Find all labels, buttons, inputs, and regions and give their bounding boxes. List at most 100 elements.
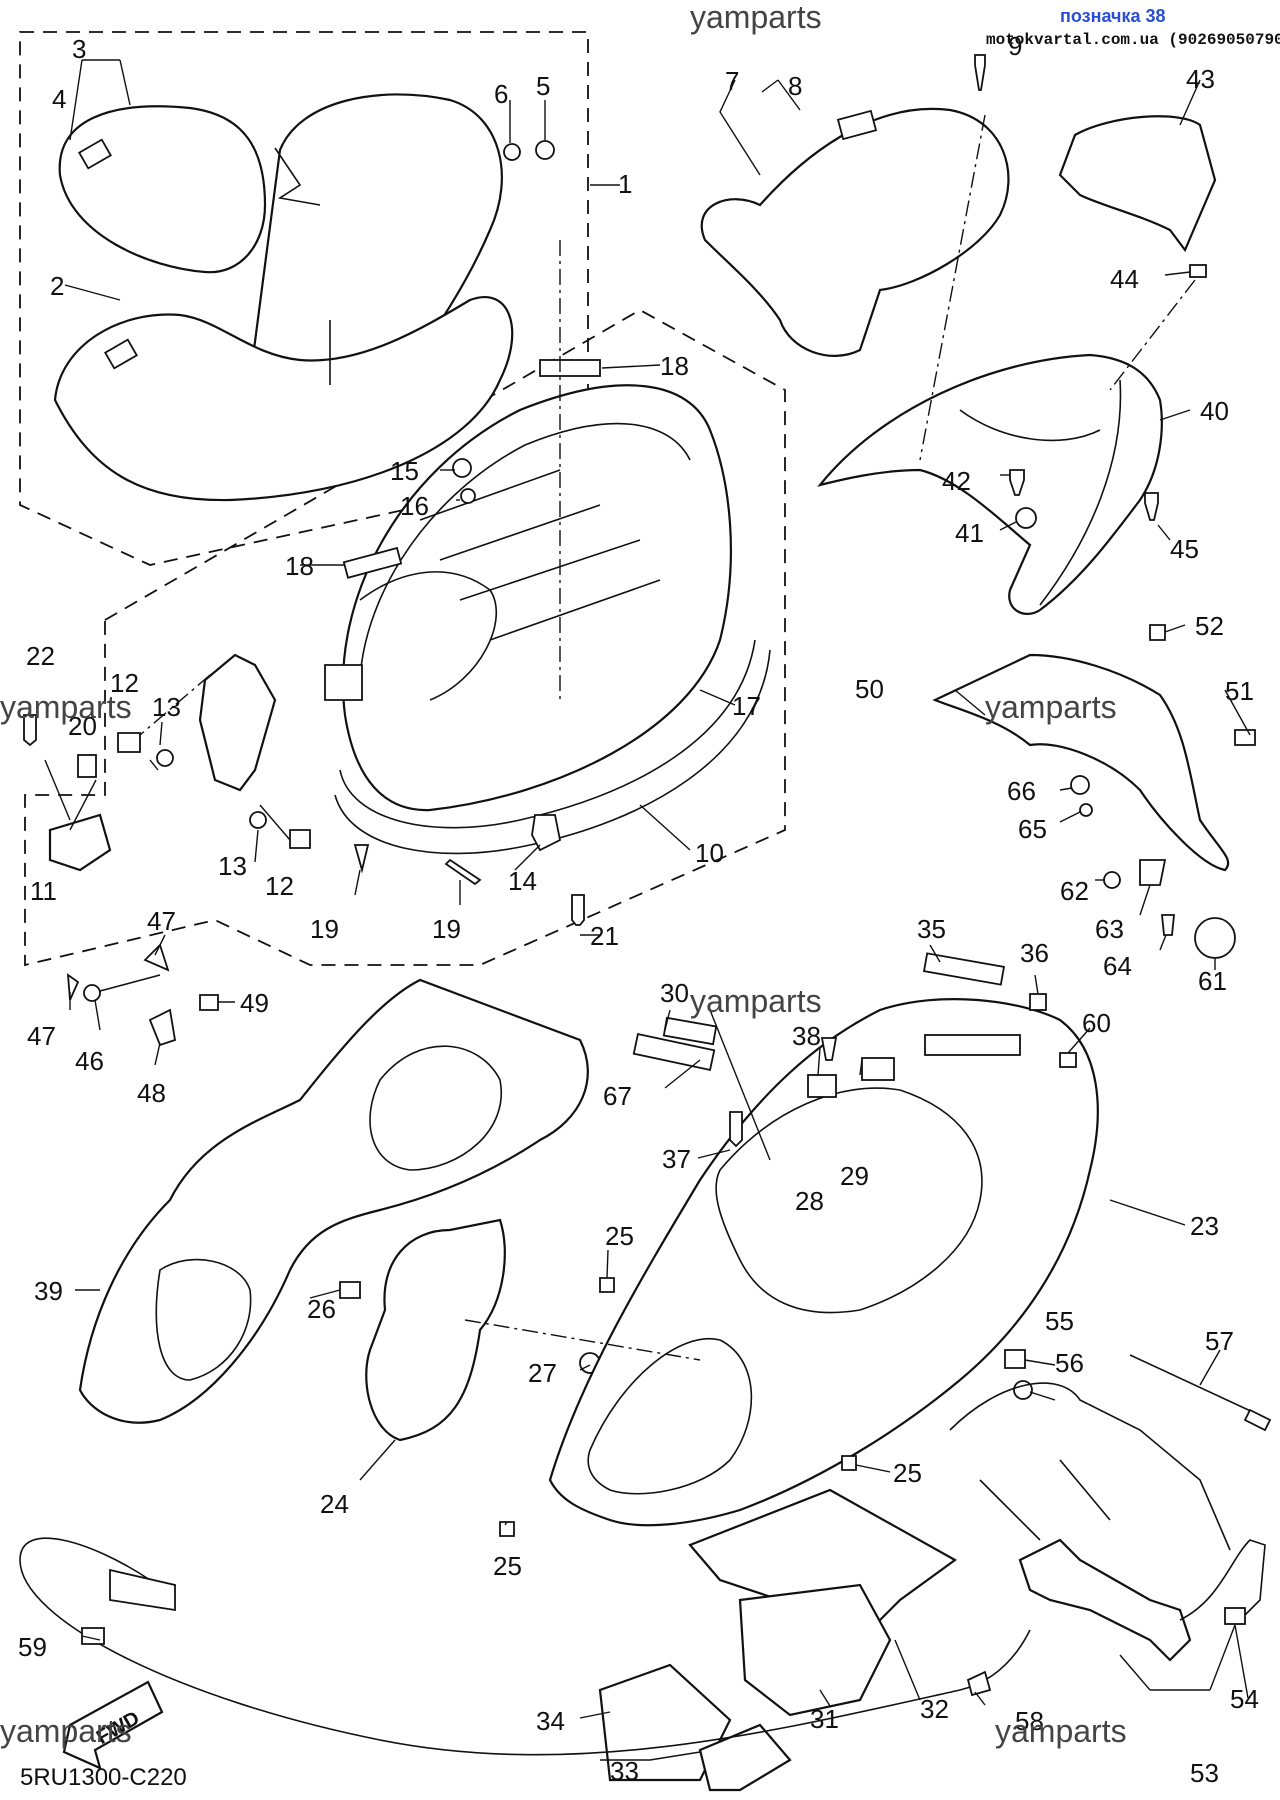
nut-44 xyxy=(1189,264,1207,278)
cable-tie-57 xyxy=(1129,1354,1271,1421)
label-part-51: 51 xyxy=(1225,676,1254,706)
label-part-52: 52 xyxy=(1195,611,1224,641)
label-part-46: 46 xyxy=(75,1046,104,1076)
screw-21 xyxy=(571,894,585,926)
label-part-59: 59 xyxy=(18,1632,47,1662)
label-part-56: 56 xyxy=(1055,1348,1084,1378)
bolt-51 xyxy=(1234,729,1256,746)
screw-37 xyxy=(729,1111,743,1148)
label-part-12a: 12 xyxy=(110,668,139,698)
label-part-5: 5 xyxy=(536,71,550,101)
label-part-50: 50 xyxy=(855,674,884,704)
screw-26 xyxy=(339,1281,361,1299)
grab-bar-cover xyxy=(700,107,1010,357)
label-part-47b: 47 xyxy=(27,1021,56,1051)
cable-end-59 xyxy=(109,1568,176,1612)
label-part-61: 61 xyxy=(1198,966,1227,996)
body-frame xyxy=(548,998,1099,1527)
seat xyxy=(53,93,514,502)
tag-label: позначка 38 xyxy=(1060,6,1166,26)
label-part-36: 36 xyxy=(1020,938,1049,968)
label-part-32: 32 xyxy=(920,1694,949,1724)
mat-33 xyxy=(698,1723,792,1792)
clip-28 xyxy=(807,1074,837,1098)
label-part-23: 23 xyxy=(1190,1211,1219,1241)
label-part-37: 37 xyxy=(662,1144,691,1174)
label-part-22: 22 xyxy=(26,641,55,671)
nut-25b xyxy=(841,1455,857,1471)
label-part-15: 15 xyxy=(390,456,419,486)
label-part-12b: 12 xyxy=(265,871,294,901)
washer-65 xyxy=(1079,803,1093,817)
label-part-10: 10 xyxy=(695,838,724,868)
bracket-14 xyxy=(531,814,562,852)
label-part-39: 39 xyxy=(34,1276,63,1306)
bolt-49 xyxy=(199,994,219,1011)
label-part-6: 6 xyxy=(494,79,508,109)
watermark-right: yamparts xyxy=(985,689,1117,725)
screw-9 xyxy=(974,54,986,91)
nut-25a xyxy=(599,1277,615,1293)
label-part-4: 4 xyxy=(52,84,66,114)
spring-47a xyxy=(143,943,170,972)
pad-36 xyxy=(1029,993,1047,1011)
label-part-35: 35 xyxy=(917,914,946,944)
label-part-14: 14 xyxy=(508,866,537,896)
screw-59 xyxy=(81,1627,105,1645)
battery-cover xyxy=(365,1218,506,1442)
washer-16 xyxy=(460,488,476,504)
seat-lock-cable xyxy=(19,1537,1031,1756)
rear-cover xyxy=(817,353,1163,616)
clip-29 xyxy=(861,1057,895,1081)
label-part-16: 16 xyxy=(400,491,429,521)
label-part-24: 24 xyxy=(320,1489,349,1519)
label-part-29: 29 xyxy=(840,1161,869,1191)
storage-box-assembly-outline xyxy=(24,308,786,967)
collar-41 xyxy=(1015,507,1037,529)
label-part-62: 62 xyxy=(1060,876,1089,906)
pad-18-top xyxy=(539,359,601,377)
watermark-top: yamparts xyxy=(690,0,822,35)
label-part-18a: 18 xyxy=(660,351,689,381)
nut-66 xyxy=(1070,775,1090,795)
nut-15 xyxy=(452,458,472,478)
mat-31 xyxy=(738,1583,892,1717)
site-label: motokvartal.com.ua (902690507900) xyxy=(986,31,1280,49)
label-part-43: 43 xyxy=(1186,64,1215,94)
label-part-30: 30 xyxy=(660,978,689,1008)
label-part-44: 44 xyxy=(1110,264,1139,294)
label-part-19b: 19 xyxy=(432,914,461,944)
collar-6 xyxy=(503,143,521,161)
fwd-arrow xyxy=(62,1680,164,1770)
label-part-64: 64 xyxy=(1103,951,1132,981)
label-part-33: 33 xyxy=(610,1756,639,1786)
nut-52 xyxy=(1149,624,1166,641)
label-part-57: 57 xyxy=(1205,1326,1234,1356)
nut-5 xyxy=(535,140,555,160)
label-part-26: 26 xyxy=(307,1294,336,1324)
inner-fender xyxy=(78,978,589,1424)
label-part-47a: 47 xyxy=(147,906,176,936)
washer-62 xyxy=(1103,871,1121,889)
label-part-49: 49 xyxy=(240,988,269,1018)
tape-30 xyxy=(662,1016,718,1046)
pad-18-left xyxy=(342,546,403,579)
label-part-18b: 18 xyxy=(285,551,314,581)
tape-35 xyxy=(922,952,1006,986)
label-part-11: 11 xyxy=(30,876,57,906)
label-part-25a: 25 xyxy=(605,1221,634,1251)
label-part-34: 34 xyxy=(536,1706,565,1736)
diagram-code: 5RU1300-C220 xyxy=(20,1764,187,1791)
tape-67 xyxy=(632,1033,716,1071)
label-part-28: 28 xyxy=(795,1186,824,1216)
reflector-61 xyxy=(1194,917,1236,959)
tape-35-lower xyxy=(924,1034,1021,1056)
damper-20 xyxy=(77,754,97,778)
label-part-31: 31 xyxy=(810,1704,839,1734)
label-part-54: 54 xyxy=(1230,1684,1259,1714)
label-part-9: 9 xyxy=(1008,31,1022,61)
lock-assembly-53 xyxy=(1018,1538,1192,1662)
washer-13a xyxy=(156,749,174,767)
label-part-3: 3 xyxy=(72,34,86,64)
label-part-2: 2 xyxy=(50,271,64,301)
